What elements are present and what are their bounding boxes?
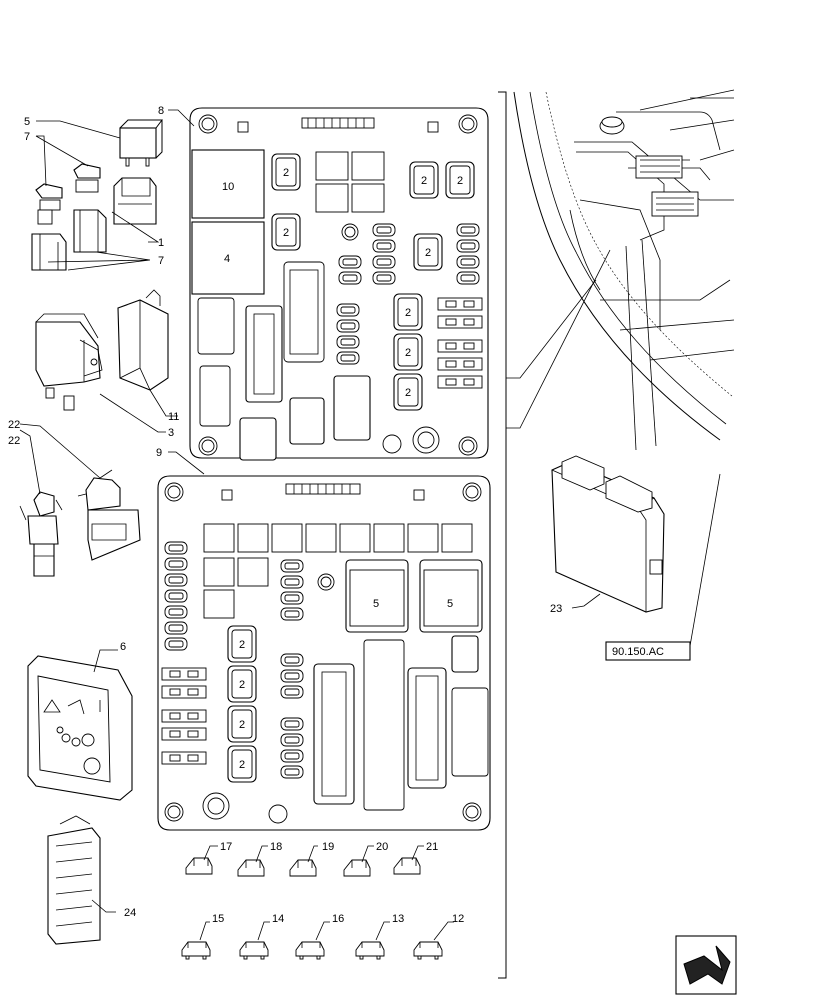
callout-1: 1 xyxy=(158,237,164,249)
relay-label: 2 xyxy=(239,759,245,771)
relay-label: 2 xyxy=(405,307,411,319)
relay-label-4: 4 xyxy=(224,253,230,265)
relay-label-10: 10 xyxy=(222,181,234,193)
timer-module-component xyxy=(117,289,169,391)
mini-fuse-component xyxy=(289,859,317,877)
relay-label: 2 xyxy=(425,247,431,259)
mini-fuse-component xyxy=(237,859,265,877)
fuse-holder-component xyxy=(31,177,157,271)
mini-fuse-component xyxy=(393,857,421,875)
callout-23: 23 xyxy=(550,603,562,615)
callout-7-top: 7 xyxy=(24,131,30,143)
relay-label: 2 xyxy=(239,719,245,731)
relay-label: 2 xyxy=(457,175,463,187)
small-fuse-component xyxy=(355,941,385,960)
callout-22-bottom: 22 xyxy=(8,435,20,447)
control-module-component xyxy=(35,313,103,411)
relay-label: 2 xyxy=(405,387,411,399)
callout-11: 11 xyxy=(168,411,179,423)
small-fuse-component xyxy=(181,941,211,960)
callout-8: 8 xyxy=(158,105,164,117)
lower-fuse-board xyxy=(157,475,491,831)
callout-6: 6 xyxy=(120,641,126,653)
harness-connector-component xyxy=(19,491,63,577)
upper-fuse-board xyxy=(189,107,489,461)
callout-9: 9 xyxy=(156,447,162,459)
relay-label-5: 5 xyxy=(373,598,379,610)
small-fuse-component xyxy=(413,941,443,960)
mini-fuse-component xyxy=(185,857,213,875)
callout-15: 15 xyxy=(212,913,224,925)
relay-label-5: 5 xyxy=(447,598,453,610)
harness-connector-component xyxy=(77,469,141,561)
callout-19: 19 xyxy=(322,841,334,853)
reference-box[interactable]: 90.150.AC xyxy=(605,641,691,661)
ecu-module-component xyxy=(551,455,665,613)
callout-21: 21 xyxy=(426,841,438,853)
cab-floor-detail-view xyxy=(513,89,735,441)
relay-label: 2 xyxy=(405,347,411,359)
relay-label: 2 xyxy=(239,679,245,691)
callout-13: 13 xyxy=(392,913,404,925)
relay-component xyxy=(119,119,163,167)
callout-24: 24 xyxy=(124,907,136,919)
reference-label: 90.150.AC xyxy=(612,646,664,658)
callout-17: 17 xyxy=(220,841,232,853)
callout-20: 20 xyxy=(376,841,388,853)
callout-16: 16 xyxy=(332,913,344,925)
callout-7-bottom: 7 xyxy=(158,255,164,267)
callout-5: 5 xyxy=(24,116,30,128)
relay-label: 2 xyxy=(283,167,289,179)
blade-fuse-component xyxy=(35,163,101,225)
callout-14: 14 xyxy=(272,913,284,925)
callout-3: 3 xyxy=(168,427,174,439)
instrument-display-component xyxy=(27,655,133,801)
group-bracket xyxy=(498,91,507,979)
relay-label: 2 xyxy=(283,227,289,239)
callout-22-top: 22 xyxy=(8,419,20,431)
relay-label: 2 xyxy=(239,639,245,651)
next-page-arrow-icon[interactable] xyxy=(675,935,737,995)
small-fuse-component xyxy=(239,941,269,960)
relay-label: 2 xyxy=(421,175,427,187)
mini-fuse-component xyxy=(343,859,371,877)
callout-18: 18 xyxy=(270,841,282,853)
small-fuse-component xyxy=(295,941,325,960)
callout-12: 12 xyxy=(452,913,464,925)
fuse-block-component xyxy=(47,815,101,945)
